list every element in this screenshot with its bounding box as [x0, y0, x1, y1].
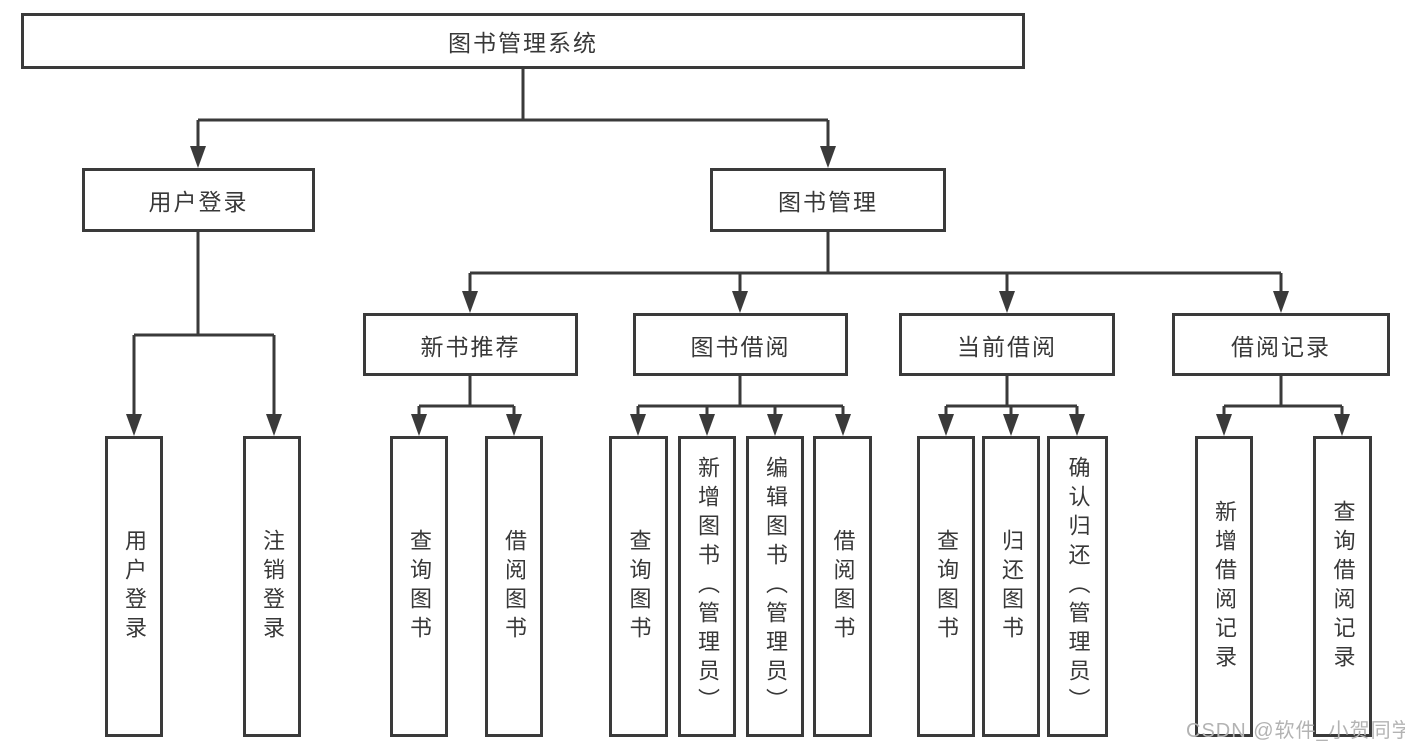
connector-new-books-children	[411, 376, 522, 436]
leaf-logout-label: 注销登录	[260, 528, 285, 645]
leaf-user-login-label: 用户登录	[122, 528, 147, 645]
leaf-query-books-newbooks-label: 查询图书	[407, 528, 432, 645]
node-current-borrow-label: 当前借阅	[957, 333, 1057, 360]
node-root-label: 图书管理系统	[448, 30, 598, 56]
connector-borrow-records-children	[1216, 376, 1350, 436]
leaf-query-borrow-record: 查询借阅记录	[1313, 436, 1372, 737]
node-new-books: 新书推荐	[363, 313, 578, 376]
connector-book-mgmt-to-level3	[462, 232, 1289, 313]
leaf-confirm-return-admin-label: 确认归还（管理员）	[1065, 456, 1091, 717]
leaf-add-borrow-record: 新增借阅记录	[1195, 436, 1253, 737]
node-user-login: 用户登录	[82, 168, 315, 232]
leaf-return-book: 归还图书	[982, 436, 1040, 737]
leaf-edit-book-admin-label: 编辑图书（管理员）	[763, 456, 788, 717]
leaf-logout: 注销登录	[243, 436, 301, 737]
leaf-user-login: 用户登录	[105, 436, 163, 737]
connector-root-to-level2	[190, 68, 836, 168]
leaf-add-borrow-record-label: 新增借阅记录	[1212, 499, 1237, 674]
leaf-borrow-books-newbooks: 借阅图书	[485, 436, 543, 737]
node-book-borrow-label: 图书借阅	[690, 333, 791, 360]
leaf-query-books-borrow: 查询图书	[609, 436, 668, 737]
node-root: 图书管理系统	[21, 13, 1025, 69]
node-book-mgmt: 图书管理	[710, 168, 946, 232]
leaf-query-books-current-label: 查询图书	[934, 528, 959, 645]
leaf-query-borrow-record-label: 查询借阅记录	[1330, 499, 1356, 674]
node-borrow-records-label: 借阅记录	[1231, 333, 1331, 360]
leaf-borrow-books-borrow-label: 借阅图书	[830, 528, 856, 645]
node-book-mgmt-label: 图书管理	[778, 189, 878, 215]
node-book-borrow: 图书借阅	[633, 313, 848, 376]
leaf-add-book-admin-label: 新增图书（管理员）	[695, 456, 720, 717]
leaf-query-books-newbooks: 查询图书	[390, 436, 448, 737]
leaf-query-books-borrow-label: 查询图书	[626, 528, 652, 645]
watermark: CSDN @软件_小贺同学	[1186, 720, 1405, 742]
leaf-confirm-return-admin: 确认归还（管理员）	[1047, 436, 1108, 737]
connector-book-borrow-children	[630, 376, 851, 436]
leaf-borrow-books-borrow: 借阅图书	[813, 436, 872, 737]
leaf-query-books-current: 查询图书	[917, 436, 975, 737]
node-borrow-records: 借阅记录	[1172, 313, 1390, 376]
connector-current-borrow-children	[938, 376, 1085, 436]
leaf-edit-book-admin: 编辑图书（管理员）	[746, 436, 804, 737]
node-current-borrow: 当前借阅	[899, 313, 1115, 376]
node-user-login-label: 用户登录	[148, 189, 249, 215]
leaf-borrow-books-newbooks-label: 借阅图书	[502, 528, 527, 645]
connector-user-login-children	[126, 232, 282, 436]
node-new-books-label: 新书推荐	[420, 333, 521, 360]
leaf-add-book-admin: 新增图书（管理员）	[678, 436, 736, 737]
leaf-return-book-label: 归还图书	[999, 528, 1024, 645]
